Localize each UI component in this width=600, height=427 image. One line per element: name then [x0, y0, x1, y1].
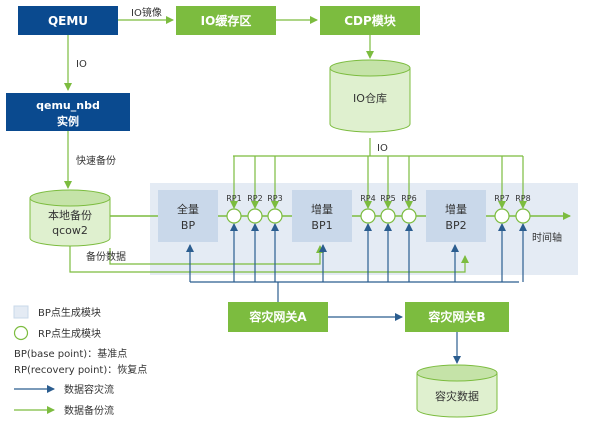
rp-label-4: RP4	[360, 194, 375, 203]
inc-bp2-label-2: BP2	[445, 219, 466, 232]
edge-backup-data-2	[109, 245, 324, 265]
io-cache-label: IO缓存区	[201, 13, 252, 28]
rp-label-3: RP3	[267, 194, 282, 203]
rp-circle-8	[515, 208, 531, 224]
rp-label-6: RP6	[401, 194, 416, 203]
gateway-b-node: 容灾网关B	[405, 302, 509, 332]
rp-circle-5	[380, 208, 396, 224]
rp-circle-6	[401, 208, 417, 224]
cdp-module-node: CDP模块	[320, 6, 420, 35]
inc-bp1-node: 增量 BP1	[292, 190, 352, 242]
rp-label-2: RP2	[247, 194, 262, 203]
rp-label-8: RP8	[515, 194, 530, 203]
full-bp-label-2: BP	[181, 219, 196, 232]
local-backup-label-1: 本地备份	[48, 208, 92, 222]
rp-circle-2	[247, 208, 263, 224]
full-bp-label-1: 全量	[177, 202, 199, 216]
legend-dr-flow: 数据容灾流	[64, 383, 114, 396]
rp-label-7: RP7	[494, 194, 509, 203]
timeline-label: 时间轴	[532, 231, 562, 244]
legend-rp-def: RP(recovery point)：恢复点	[14, 363, 147, 376]
rp-nodes: RP1 RP2 RP3 RP4 RP5 RP6 RP7 RP8	[226, 194, 531, 224]
rp-circle-4	[360, 208, 376, 224]
io-warehouse-node: IO仓库	[329, 59, 411, 133]
legend-bp-module: BP点生成模块	[38, 306, 101, 319]
legend-bp-swatch	[13, 305, 29, 319]
rp-circle-1	[226, 208, 242, 224]
legend-backup-flow: 数据备份流	[64, 404, 114, 417]
gateway-a-node: 容灾网关A	[228, 302, 328, 332]
legend: BP点生成模块 RP点生成模块 BP(base point)：基准点 RP(re…	[13, 305, 147, 417]
io-left-label: IO	[76, 59, 87, 70]
rp-label-5: RP5	[380, 194, 395, 203]
qemu-label: QEMU	[48, 14, 88, 28]
gateway-b-label: 容灾网关B	[427, 309, 485, 324]
gateway-a-label: 容灾网关A	[248, 309, 307, 324]
dr-data-node: 容灾数据	[416, 364, 498, 418]
local-backup-node: 本地备份 qcow2	[29, 189, 111, 247]
io-mirror-label: IO镜像	[131, 6, 162, 19]
cdp-module-label: CDP模块	[344, 13, 397, 28]
local-backup-label-2: qcow2	[52, 224, 88, 237]
full-bp-node: 全量 BP	[158, 190, 218, 242]
dr-data-label: 容灾数据	[435, 389, 479, 403]
io-warehouse-label: IO仓库	[353, 91, 387, 105]
inc-bp2-node: 增量 BP2	[426, 190, 486, 242]
dr-up-lines	[186, 223, 527, 282]
inc-bp2-label-1: 增量	[445, 202, 467, 216]
inc-bp1-label-1: 增量	[311, 202, 333, 216]
legend-rp-module: RP点生成模块	[38, 327, 101, 340]
rp-label-1: RP1	[226, 194, 241, 203]
rp-circle-3	[267, 208, 283, 224]
io-cache-node: IO缓存区	[176, 6, 276, 35]
qemu-nbd-node: qemu_nbd 实例	[6, 93, 130, 131]
legend-bp-def: BP(base point)：基准点	[14, 347, 127, 360]
legend-rp-swatch	[13, 325, 29, 341]
qemu-nbd-label-2: 实例	[57, 114, 79, 128]
inc-bp1-label-2: BP1	[311, 219, 332, 232]
edge-backup-data-1	[69, 242, 469, 273]
qemu-nbd-label-1: qemu_nbd	[36, 99, 100, 112]
io-right-label: IO	[377, 143, 388, 154]
backup-data-label: 备份数据	[86, 250, 126, 263]
qemu-node: QEMU	[18, 6, 118, 35]
fast-backup-label: 快速备份	[76, 154, 116, 167]
rp-circle-7	[494, 208, 510, 224]
rp-drop-lines	[230, 156, 527, 209]
